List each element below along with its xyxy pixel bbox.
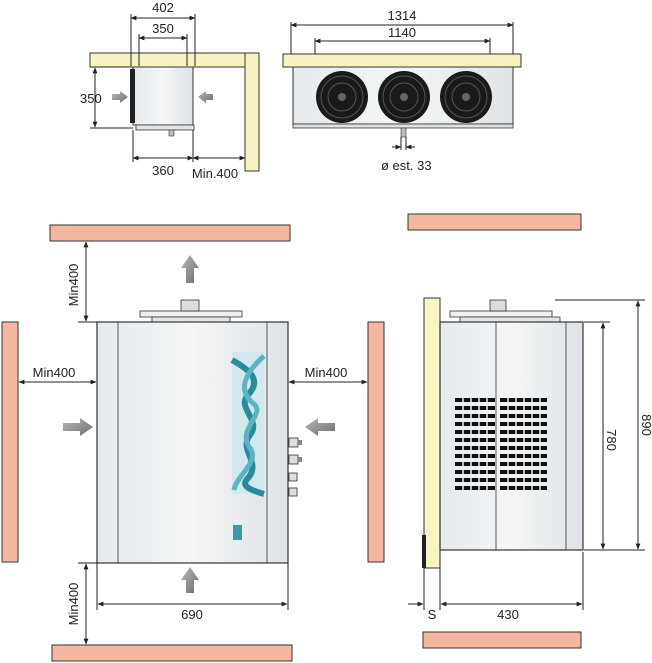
airflow-out-arrow: [112, 91, 128, 103]
vent-grille-left: [455, 398, 495, 490]
drip-tray: [135, 124, 195, 131]
dim-min400-front-left: Min400: [33, 365, 76, 380]
airflow-bottom-arrow: [181, 567, 199, 593]
condenser-base: [292, 123, 514, 129]
wall-top: [49, 224, 291, 242]
dim-690: 690: [181, 607, 203, 622]
fan-3: [440, 71, 492, 123]
dim-min400-front-bottom: Min400: [66, 583, 81, 626]
dim-780: 780: [604, 429, 619, 451]
top-bracket-base: [151, 316, 231, 323]
dim-min400-front-right: Min400: [305, 365, 348, 380]
front-view: Min400 Min400 Min400 Min400 690: [1, 224, 385, 662]
fan-2: [378, 71, 430, 123]
dim-min400-top: Min.400: [192, 166, 238, 181]
wall-bottom: [51, 644, 293, 662]
dim-430: 430: [497, 607, 519, 622]
wall-left: [1, 321, 19, 563]
airflow-up-arrow: [181, 255, 199, 283]
dim-1140: 1140: [388, 25, 416, 40]
ceiling-wall: [89, 52, 258, 68]
dim-360: 360: [152, 163, 174, 178]
side-wall-top: [407, 213, 582, 231]
side-mount-foot: [422, 535, 426, 568]
dim-350-width: 350: [152, 21, 174, 36]
dim-s: S: [428, 607, 437, 622]
drain-pipe: [168, 129, 175, 137]
wall-right: [367, 321, 385, 563]
top-bracket: [139, 310, 243, 318]
side-top-fitting: [489, 299, 507, 312]
small-logo-badge: [233, 525, 242, 540]
side-view: 890 780 430 S: [407, 213, 652, 649]
unit-body: [132, 66, 194, 126]
dim-890: 890: [639, 414, 652, 436]
drain-diameter: ø est. 33: [381, 158, 432, 173]
airflow-in-arrow: [198, 91, 213, 103]
side-wall-bottom: [422, 631, 582, 649]
brand-logo-strip: [230, 352, 266, 540]
mount-plate: [282, 53, 522, 68]
dim-min400-front-top: Min400: [66, 264, 81, 307]
dim-402: 402: [152, 0, 174, 15]
airflow-right-arrow: [305, 418, 335, 436]
dim-1314: 1314: [388, 8, 417, 23]
dim-350-height: 350: [80, 91, 102, 106]
airflow-left-arrow: [63, 418, 93, 436]
top-fitting: [180, 299, 200, 312]
side-mount-wall: [423, 297, 441, 569]
top-left-view: 402 350 350 360 Min.400: [80, 0, 260, 181]
unit-back-panel: [130, 69, 135, 123]
top-right-view: 1314 1140 ø est. 33: [282, 8, 522, 173]
fan-1: [316, 71, 368, 123]
side-bracket-base: [459, 316, 561, 323]
side-unit-body: [439, 321, 584, 551]
pipe-connectors: [288, 437, 302, 497]
drain-outlet: [400, 127, 407, 138]
side-bracket: [449, 310, 553, 318]
side-wall: [244, 52, 260, 172]
